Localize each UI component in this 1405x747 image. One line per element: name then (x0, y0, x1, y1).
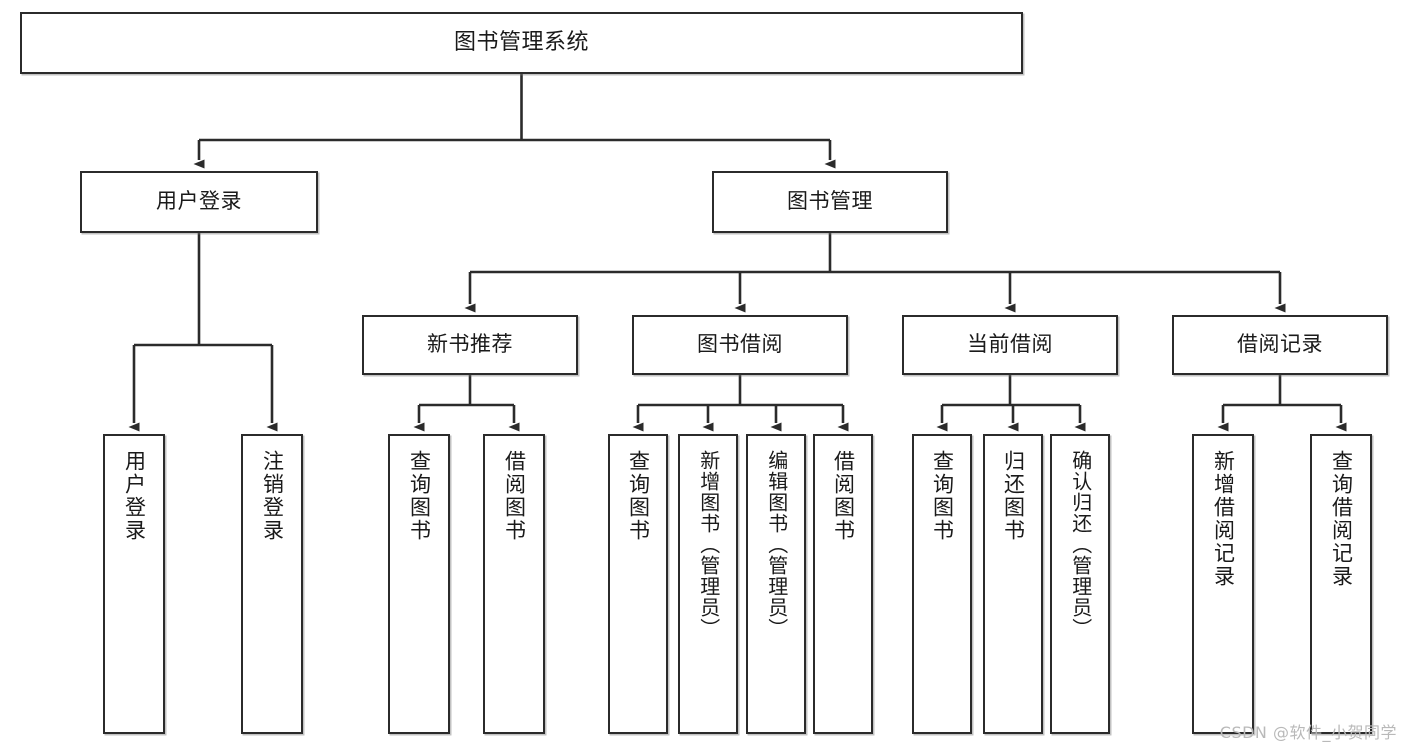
node-leaf-query-book-3[interactable]: 查询图书 (912, 434, 972, 734)
node-root[interactable]: 图书管理系统 (20, 12, 1023, 74)
node-borrow-record-label: 借阅记录 (1237, 332, 1323, 357)
node-leaf-query-book-1-label: 查询图书 (407, 450, 432, 542)
node-leaf-add-borrow-record-label: 新增借阅记录 (1211, 450, 1236, 588)
node-book-borrow-label: 图书借阅 (697, 332, 783, 357)
node-leaf-borrow-book-1[interactable]: 借阅图书 (483, 434, 545, 734)
node-leaf-user-login-label: 用户登录 (122, 450, 147, 542)
node-leaf-return-book-label: 归还图书 (1001, 450, 1026, 542)
node-leaf-confirm-return-admin[interactable]: 确认归还（管理员） (1050, 434, 1110, 734)
node-leaf-edit-book-admin-label: 编辑图书（管理员） (764, 450, 789, 639)
node-current-borrow-label: 当前借阅 (967, 332, 1053, 357)
node-new-book-recommend[interactable]: 新书推荐 (362, 315, 578, 375)
node-new-book-recommend-label: 新书推荐 (427, 332, 513, 357)
node-leaf-query-borrow-record[interactable]: 查询借阅记录 (1310, 434, 1372, 734)
node-leaf-borrow-book-2[interactable]: 借阅图书 (813, 434, 873, 734)
node-borrow-record[interactable]: 借阅记录 (1172, 315, 1388, 375)
node-book-manage-label: 图书管理 (787, 189, 873, 214)
node-leaf-query-book-2[interactable]: 查询图书 (608, 434, 668, 734)
node-leaf-edit-book-admin[interactable]: 编辑图书（管理员） (746, 434, 806, 734)
node-leaf-user-login[interactable]: 用户登录 (103, 434, 165, 734)
node-leaf-query-borrow-record-label: 查询借阅记录 (1329, 450, 1354, 588)
node-book-manage[interactable]: 图书管理 (712, 171, 948, 233)
node-book-borrow[interactable]: 图书借阅 (632, 315, 848, 375)
node-leaf-borrow-book-1-label: 借阅图书 (502, 450, 527, 542)
node-current-borrow[interactable]: 当前借阅 (902, 315, 1118, 375)
node-leaf-return-book[interactable]: 归还图书 (983, 434, 1043, 734)
node-user-login-label: 用户登录 (156, 189, 242, 214)
node-leaf-query-book-2-label: 查询图书 (626, 450, 651, 542)
node-root-label: 图书管理系统 (453, 29, 589, 55)
node-leaf-query-book-3-label: 查询图书 (930, 450, 955, 542)
node-leaf-borrow-book-2-label: 借阅图书 (831, 450, 856, 542)
node-leaf-add-book-admin-label: 新增图书（管理员） (696, 450, 721, 639)
node-user-login[interactable]: 用户登录 (80, 171, 318, 233)
node-leaf-add-book-admin[interactable]: 新增图书（管理员） (678, 434, 738, 734)
node-leaf-logout-login[interactable]: 注销登录 (241, 434, 303, 734)
node-leaf-logout-login-label: 注销登录 (260, 450, 285, 542)
watermark: CSDN @软件_小贺同学 (1219, 723, 1397, 742)
node-leaf-add-borrow-record[interactable]: 新增借阅记录 (1192, 434, 1254, 734)
node-leaf-query-book-1[interactable]: 查询图书 (388, 434, 450, 734)
node-leaf-confirm-return-admin-label: 确认归还（管理员） (1068, 450, 1093, 639)
